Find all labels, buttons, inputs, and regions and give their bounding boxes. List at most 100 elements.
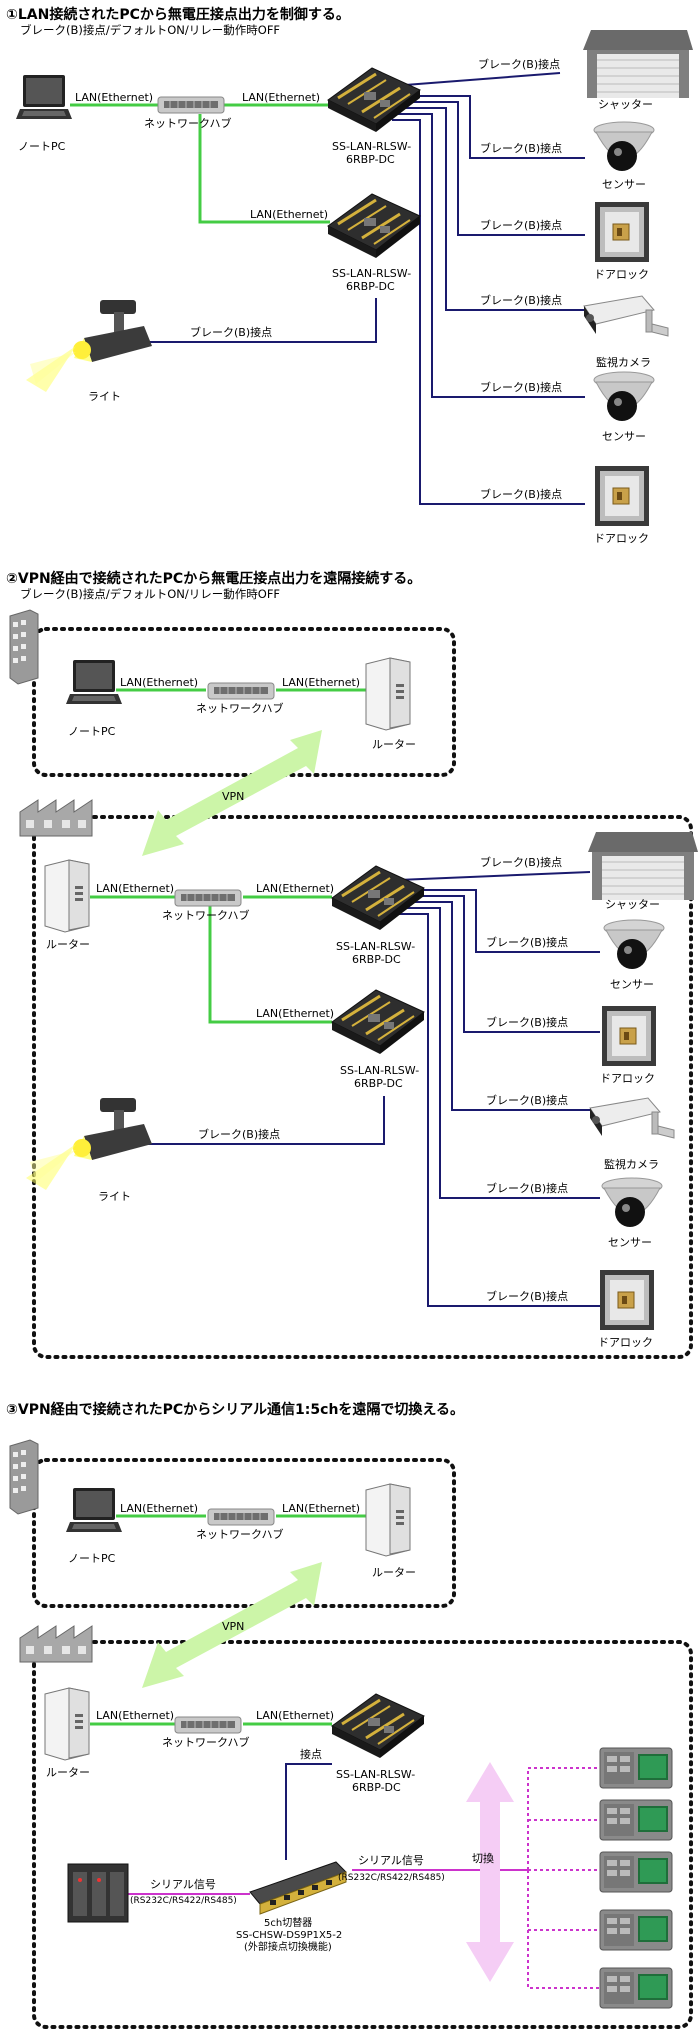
serial-branch-lines-3 [527,1767,600,1989]
device-label-2-5: ドアロック [598,1336,653,1349]
contact-label-1-0: ブレーク(B)接点 [478,57,560,71]
contact-label-3: 接点 [300,1748,322,1761]
relay-board-icon [330,864,426,932]
laptop-icon [66,1488,122,1532]
contact-label-2-3: ブレーク(B)接点 [486,1093,568,1107]
contact-label-1-1: ブレーク(B)接点 [480,141,562,155]
vpn-arrow [142,1562,322,1688]
hub-top-label-2: ネットワークハブ [196,701,283,715]
relay-label-3a: SS-LAN-RLSW- [336,1768,415,1781]
lan-label-1c: LAN(Ethernet) [250,208,328,221]
spotlight-icon [26,1098,152,1190]
vpn-label-3: VPN [222,1620,244,1633]
router-top-label-3: ルーター [372,1566,416,1579]
device-label-2-1: センサー [610,978,654,991]
serial-right-label-a: シリアル信号 [358,1854,424,1867]
lan-label-3b: LAN(Ethernet) [256,1709,334,1722]
vpn-label-2: VPN [222,790,244,803]
door-lock-icon [601,1005,657,1067]
monitor-terminal-icon [599,1967,673,2009]
device-label-1-0: シャッター [598,98,653,111]
device-label-1-1: センサー [602,178,646,191]
router-icon [44,859,90,933]
router-bottom-label-2: ルーター [46,938,90,951]
serial-left-label-b: (RS232C/RS422/RS485) [130,1896,237,1906]
router-icon [44,1687,90,1761]
relay2-label-2b: 6RBP-DC [354,1077,403,1090]
factory-icon [19,799,93,837]
shutter-icon [587,831,699,901]
shutter-icon [582,29,694,99]
spotlight-icon [26,300,152,392]
device-label-2-2: ドアロック [600,1072,655,1085]
section-2-subtitle: ブレーク(B)接点/デフォルトON/リレー動作時OFF [20,587,280,601]
contact-label-1-2: ブレーク(B)接点 [480,218,562,232]
contact-label-2-5: ブレーク(B)接点 [486,1289,568,1303]
lan-label-2a: LAN(Ethernet) [96,882,174,895]
serial-right-label-b: (RS232C/RS422/RS485) [338,1873,445,1883]
door-lock-icon [594,465,650,527]
contact-label-2-2: ブレーク(B)接点 [486,1015,568,1029]
relay1-label-a: SS-LAN-RLSW- [332,140,411,153]
section-3-title: ③VPN経由で接続されたPCからシリアル通信1:5chを遠隔で切換える。 [6,1401,464,1418]
relay1-label-2a: SS-LAN-RLSW- [336,940,415,953]
relay2-label-2a: SS-LAN-RLSW- [340,1064,419,1077]
contact-label-2-1: ブレーク(B)接点 [486,935,568,949]
light-label-1: ライト [88,390,121,403]
local-site-boundary [32,1640,693,2029]
device-label-1-3: 監視カメラ [596,355,651,369]
switcher-label-b: SS-CHSW-DS9P1X5-2 [236,1930,342,1941]
factory-icon [19,1625,93,1663]
lan-top-label-3b: LAN(Ethernet) [282,1502,360,1515]
light-label-2: ライト [98,1190,131,1203]
contact-label-1-5: ブレーク(B)接点 [480,487,562,501]
network-hub-icon [174,889,242,907]
vpn-arrow [142,730,322,856]
light-contact-2: ブレーク(B)接点 [198,1127,280,1141]
router-icon [365,657,411,731]
router-top-label-2: ルーター [372,738,416,751]
lan-lines-2 [90,688,366,1024]
security-camera-icon [589,1097,675,1139]
lan-label-1b: LAN(Ethernet) [242,91,320,104]
monitor-terminal-icon [599,1747,673,1789]
device-label-1-2: ドアロック [594,268,649,281]
switcher-label-c: (外部接点切換機能) [244,1940,332,1953]
router-icon [365,1483,411,1557]
monitor-terminal-icon [599,1799,673,1841]
device-label-2-0: シャッター [605,898,660,911]
dome-sensor-icon [593,371,655,422]
door-lock-icon [599,1269,655,1331]
switcher-label-a: 5ch切替器 [264,1916,312,1929]
section-1-subtitle: ブレーク(B)接点/デフォルトON/リレー動作時OFF [20,23,280,37]
switch-arrow [466,1762,514,1982]
lan-top-label-2a: LAN(Ethernet) [120,676,198,689]
contact-label-2-4: ブレーク(B)接点 [486,1181,568,1195]
device-label-1-4: センサー [602,430,646,443]
dome-sensor-icon [593,121,655,172]
lan-top-label-2b: LAN(Ethernet) [282,676,360,689]
hub-bottom-label-2: ネットワークハブ [162,908,249,922]
relay-board-icon [330,1692,426,1760]
laptop-icon [16,75,72,119]
pc-label-2: ノートPC [68,725,116,738]
relay-board-icon [326,66,422,134]
building-icon [9,609,39,685]
contact-label-1-3: ブレーク(B)接点 [480,293,562,307]
lan-top-label-3a: LAN(Ethernet) [120,1502,198,1515]
network-hub-icon [207,682,275,700]
contact-label-2-0: ブレーク(B)接点 [480,855,562,869]
device-label-2-3: 監視カメラ [604,1157,659,1171]
remote-site-boundary [32,627,456,777]
section-1-title: ①LAN接続されたPCから無電圧接点出力を制御する。 [6,6,350,23]
switch-label-3: 切換 [472,1852,494,1865]
lan-lines-1 [70,103,330,224]
section-3: ③VPN経由で接続されたPCからシリアル通信1:5chを遠隔で切換える。 VPN [6,1401,693,2029]
pc-label-3: ノートPC [68,1552,116,1565]
relay2-label-b: 6RBP-DC [346,280,395,293]
lan-label-3a: LAN(Ethernet) [96,1709,174,1722]
router-bottom-label-3: ルーター [46,1766,90,1779]
relay-board-icon [326,192,422,260]
laptop-icon [66,660,122,704]
